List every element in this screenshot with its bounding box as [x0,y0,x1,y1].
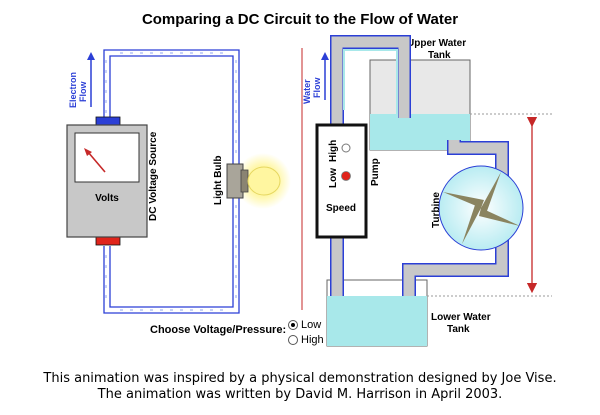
radio-low-dot[interactable] [288,320,298,330]
pump-label: Pump [370,158,381,186]
turbine-label-line2: Turbine [431,192,442,228]
credit-line-2: The animation was written by David M. Ha… [97,387,503,402]
meter-needle-tip [84,148,92,156]
radio-high[interactable]: High [288,334,324,346]
speed-high-label: High [328,140,339,162]
radio-high-label: High [301,334,324,346]
volt-meter-face [74,132,140,183]
water-flow-label: WaterFlow [302,77,322,104]
choose-voltage-label: Choose Voltage/Pressure: [150,324,287,336]
bulb-label: Light Bulb [213,156,224,205]
meter-label: Volts [95,193,119,204]
bulb-socket [240,169,249,193]
turbine-blades [443,172,520,244]
electron-flow-label: ElectronFlow [68,72,88,108]
meter-needle [87,151,106,173]
bulb-glass [247,166,281,196]
speed-low-indicator[interactable] [341,171,351,181]
pump-box [315,123,368,239]
lower-tank-water [327,296,427,346]
wire-ticks [105,52,237,311]
speed-label: Speed [326,203,356,214]
speed-high-indicator[interactable] [341,143,351,153]
radio-low[interactable]: Low [288,319,321,331]
water-flow-arrowhead [321,52,329,60]
radio-high-dot[interactable] [288,335,298,345]
radio-low-label: Low [301,319,322,331]
circuit-wire [103,49,240,314]
page-title: Comparing a DC Circuit to the Flow of Wa… [141,11,459,28]
speed-low-label: Low [328,168,339,188]
source-label: DC Voltage Source [148,131,159,221]
electron-flow-arrowhead [87,52,95,60]
credit-line-1: This animation was inspired by a physica… [43,371,557,386]
